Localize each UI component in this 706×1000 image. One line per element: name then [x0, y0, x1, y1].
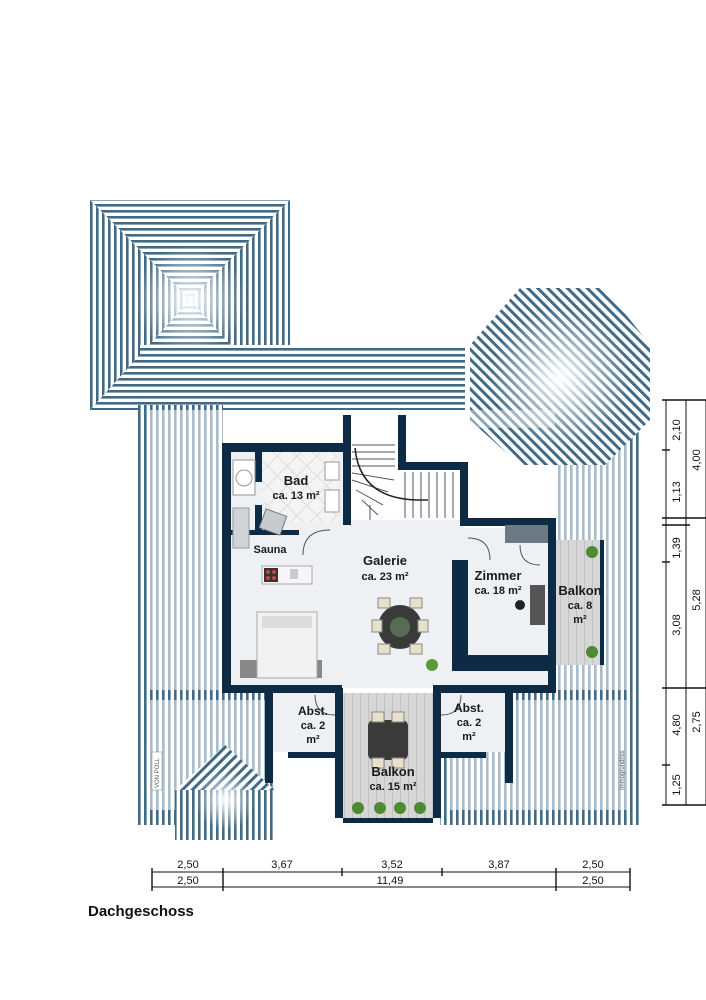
dim-b1-3: 3,87 — [488, 859, 509, 871]
kitchenette — [261, 565, 313, 585]
dim-b2-1: 11,49 — [377, 875, 404, 887]
galerie-area: ca. 23 m² — [361, 571, 408, 583]
dim-r2-2: 2,75 — [691, 711, 703, 732]
floor-caption: Dachgeschoss — [88, 903, 194, 920]
dim-r2-0: 4,00 — [691, 449, 703, 470]
doors — [302, 529, 541, 716]
abst-left-area-2: m² — [306, 734, 320, 746]
balcony-right — [556, 540, 604, 665]
roof-dormer-right — [470, 288, 650, 465]
dim-r1-5: 1,25 — [671, 774, 683, 795]
abst-right-area-1: ca. 2 — [457, 717, 481, 729]
balkon-right-area-1: ca. 8 — [568, 600, 592, 612]
abst-left-area-1: ca. 2 — [301, 720, 325, 732]
abst-right-area-2: m² — [462, 731, 476, 743]
room-labels: Bad ca. 13 m² Sauna Galerie ca. 23 m² Zi… — [253, 473, 601, 793]
dim-b1-1: 3,67 — [271, 859, 292, 871]
dim-b1-0: 2,50 — [177, 859, 198, 871]
dim-b1-4: 2,50 — [582, 859, 603, 871]
dim-b1-2: 3,52 — [381, 859, 402, 871]
zimmer-area: ca. 18 m² — [474, 585, 521, 597]
abst-right-name: Abst. — [454, 701, 484, 715]
dimension-labels-right: 2,10 1,13 1,39 3,08 4,80 1,25 4,00 5,28 … — [671, 419, 703, 795]
branding: VON POLL Immogrundriss — [151, 750, 626, 791]
balkon-right-name: Balkon — [558, 583, 601, 598]
dim-b2-2: 2,50 — [582, 875, 603, 887]
balkon-bottom-area: ca. 15 m² — [369, 781, 416, 793]
dim-r1-0: 2,10 — [671, 419, 683, 440]
walls — [222, 415, 556, 818]
staircase — [351, 444, 454, 520]
galerie-name: Galerie — [363, 553, 407, 568]
dim-r2-1: 5,28 — [691, 589, 703, 610]
plant-icon — [426, 659, 438, 671]
dim-r1-3: 3,08 — [671, 614, 683, 635]
abst-left-name: Abst. — [298, 704, 328, 718]
dimensions-right — [662, 399, 706, 806]
bad-area: ca. 13 m² — [272, 490, 319, 502]
sauna-name: Sauna — [253, 544, 287, 556]
zimmer-name: Zimmer — [475, 568, 522, 583]
balkon-right-area-2: m² — [573, 614, 587, 626]
bad-name: Bad — [284, 473, 309, 488]
dimension-labels-bottom: 2,50 3,67 3,52 3,87 2,50 2,50 11,49 2,50 — [177, 859, 603, 887]
balcony-bottom — [343, 693, 433, 823]
dim-b2-0: 2,50 — [177, 875, 198, 887]
dimensions-bottom — [151, 868, 631, 891]
balkon-bottom-name: Balkon — [371, 764, 414, 779]
bed — [240, 611, 322, 679]
roof-top-band — [140, 345, 465, 410]
dim-r1-2: 1,39 — [671, 537, 683, 558]
dining-table — [371, 597, 429, 655]
bath-fixtures — [232, 459, 340, 549]
desk — [515, 585, 545, 625]
dim-r1-4: 4,80 — [671, 714, 683, 735]
dim-r1-1: 1,13 — [671, 481, 683, 502]
brand-right: Immogrundriss — [620, 750, 626, 790]
roof — [90, 200, 650, 840]
brand-left: VON POLL — [155, 757, 161, 788]
